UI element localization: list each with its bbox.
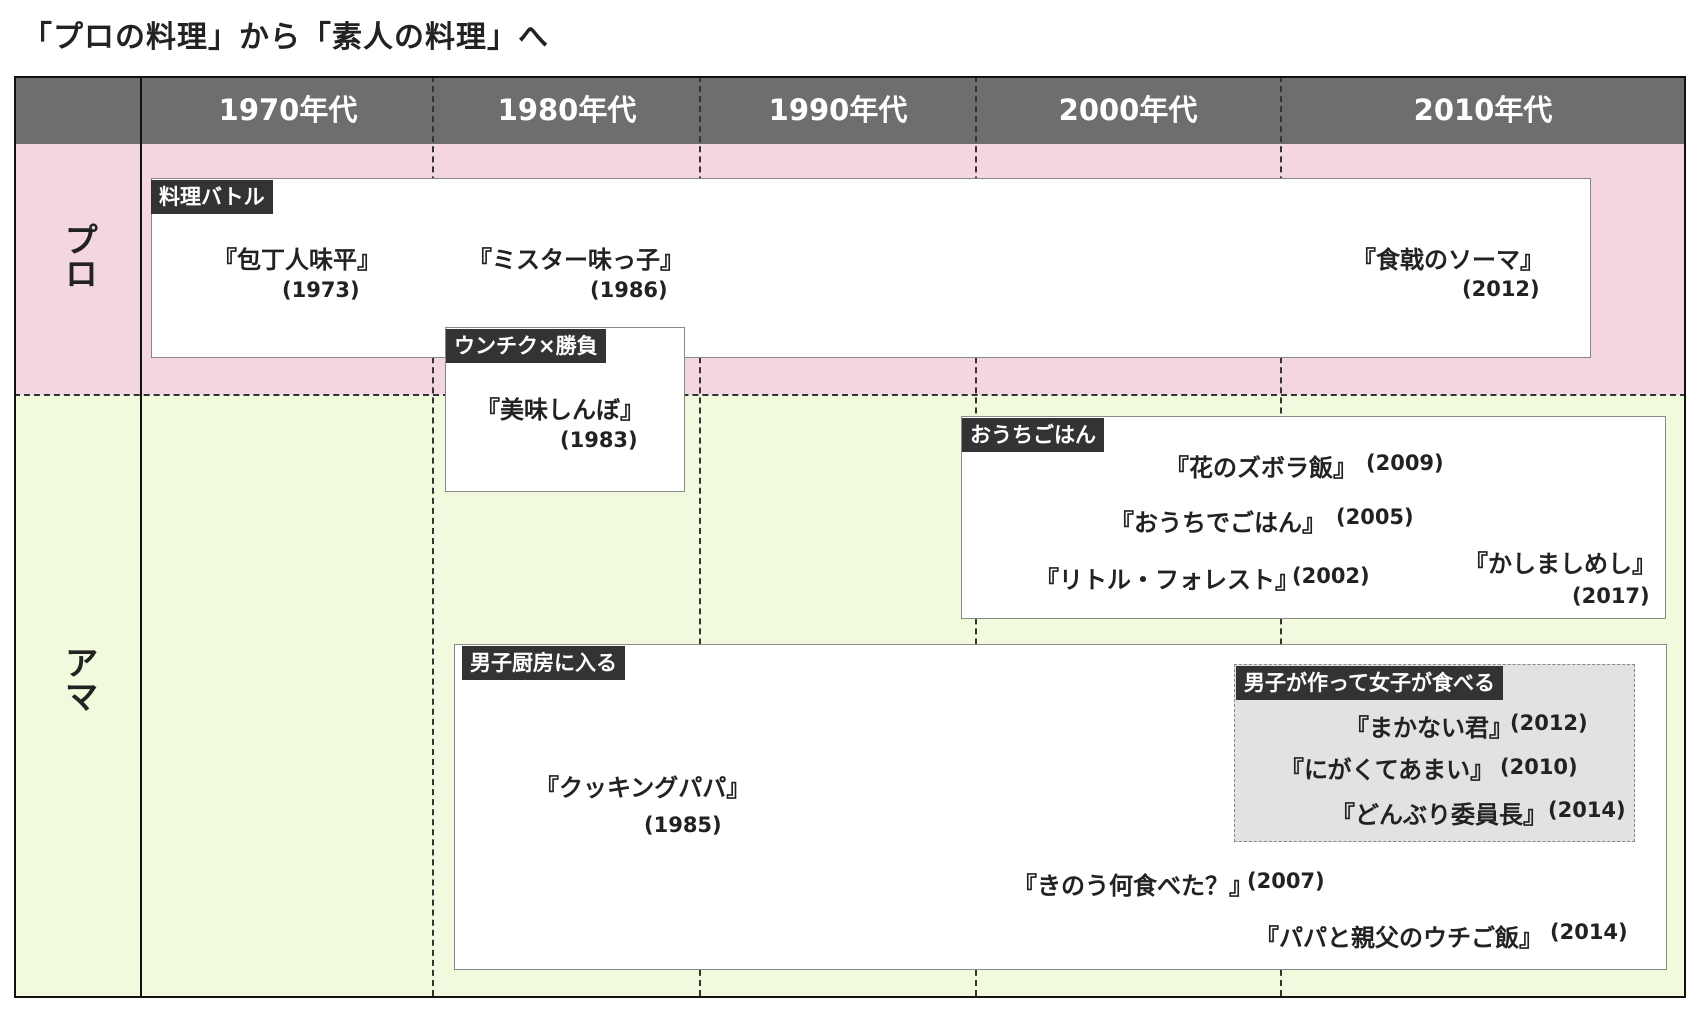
work-year: (2014): [1550, 920, 1628, 944]
tag-men-cook-women-eat: 男子が作って女子が食べる: [1236, 666, 1503, 700]
decade-divider: [699, 76, 701, 996]
work-year: (2007): [1247, 869, 1325, 893]
work-title: 『包丁人味平』: [213, 246, 381, 274]
work-year: (2010): [1500, 755, 1578, 779]
tag-unchiku: ウンチク×勝負: [446, 329, 606, 363]
table-frame: [14, 76, 1686, 998]
decade-2010: 2010年代: [1413, 93, 1553, 127]
decade-divider: [432, 76, 434, 996]
work-title: 『まかない君』: [1345, 714, 1513, 742]
work-year: (2012): [1510, 711, 1588, 735]
work-title: 『かしましめし』: [1464, 550, 1656, 578]
work-title: 『リトル・フォレスト』: [1035, 566, 1299, 594]
row-label-pro-text: プロ: [58, 222, 98, 290]
page-title: 「プロの料理」から「素人の料理」へ: [22, 20, 549, 55]
work-title: 『花のズボラ飯』: [1165, 454, 1357, 482]
tag-men-in-kitchen: 男子厨房に入る: [462, 646, 625, 680]
label-column-divider: [140, 76, 142, 996]
work-year: (2012): [1462, 277, 1540, 301]
decade-1980: 1980年代: [497, 93, 637, 127]
work-title: 『パパと親父のウチご飯』: [1255, 924, 1543, 952]
row-divider: [14, 394, 1686, 396]
work-year: (2009): [1366, 451, 1444, 475]
decade-1970: 1970年代: [218, 93, 358, 127]
work-year: (1983): [560, 428, 638, 452]
work-title: 『ミスター味っ子』: [468, 246, 684, 274]
work-year: (2005): [1336, 505, 1414, 529]
work-title: 『食戟のソーマ』: [1352, 246, 1544, 274]
row-label-ama: アマ: [48, 645, 108, 713]
decade-2000: 2000年代: [1058, 93, 1198, 127]
decade-header-band: [14, 76, 1686, 144]
work-year: (1986): [590, 278, 668, 302]
work-title: 『どんぶり委員長』: [1331, 801, 1547, 829]
work-year: (1985): [644, 813, 722, 837]
work-title: 『にがくてあまい』: [1280, 756, 1495, 784]
work-year: (2017): [1572, 584, 1650, 608]
tag-home-meals: おうちごはん: [962, 418, 1104, 452]
work-title: 『きのう何食べた？』: [1013, 872, 1253, 900]
row-label-pro: プロ: [48, 222, 108, 290]
work-title: 『おうちでごはん』: [1110, 509, 1326, 537]
work-title: 『クッキングパパ』: [535, 774, 751, 802]
tag-cooking-battle: 料理バトル: [151, 180, 273, 214]
row-label-ama-text: アマ: [58, 645, 98, 713]
work-year: (1973): [282, 278, 360, 302]
work-title: 『美味しんぼ』: [476, 396, 644, 424]
group-cooking-battle: [151, 178, 1591, 358]
decade-1990: 1990年代: [768, 93, 908, 127]
work-year: (2014): [1548, 798, 1626, 822]
work-year: (2002): [1292, 564, 1370, 588]
